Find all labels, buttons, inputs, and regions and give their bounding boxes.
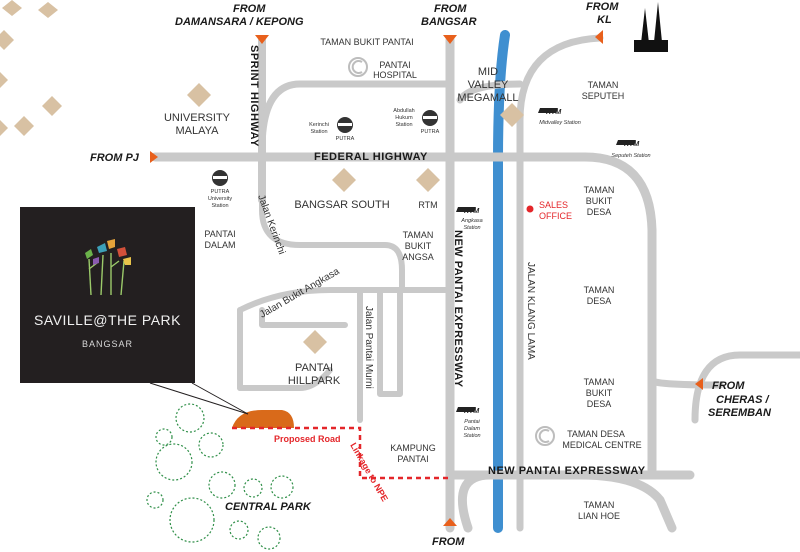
taman-bukit-desa-2-label-3: DESA bbox=[587, 399, 612, 409]
pantai-hospital-label-1: PANTAI bbox=[379, 60, 410, 70]
callout-line bbox=[149, 382, 249, 415]
taman-bukit-angsa-label-2: BUKIT bbox=[405, 241, 432, 251]
federal-highway-label: FEDERAL HIGHWAY bbox=[314, 151, 428, 163]
university-station-label-2: Station bbox=[211, 203, 228, 209]
npe-horizontal-label: NEW PANTAI EXPRESSWAY bbox=[488, 465, 646, 477]
from-cheras-2: CHERAS / bbox=[716, 394, 771, 406]
klang-lama-label: JALAN KLANG LAMA bbox=[525, 262, 536, 360]
kerinchi-station-label-1: Kerinchi bbox=[309, 122, 329, 128]
abdullah-hukum-label-1: Abdullah bbox=[393, 108, 414, 114]
property-name: SAVILLE@THE PARK bbox=[34, 312, 181, 328]
ktm-mark-angkasa: KTM bbox=[464, 208, 479, 215]
taman-bukit-pantai-label: TAMAN BUKIT PANTAI bbox=[320, 37, 413, 47]
mid-valley-label-3: MEGAMALL bbox=[457, 92, 518, 104]
putra-mark-university: PUTRA bbox=[211, 189, 230, 195]
from-cheras-3: SEREMBAN bbox=[708, 407, 772, 419]
pantai-dalam-station-label-2: Dalam bbox=[464, 426, 480, 432]
medical-centre-label-2: MEDICAL CENTRE bbox=[562, 440, 641, 450]
taman-bukit-angsa-label-3: ANGSA bbox=[402, 252, 434, 262]
from-damansara-1: FROM bbox=[233, 3, 266, 15]
rtm-label: RTM bbox=[418, 200, 437, 210]
river bbox=[493, 30, 510, 533]
hospital-icon bbox=[348, 57, 368, 77]
property-site-marker bbox=[232, 410, 294, 428]
proposed-road-line bbox=[232, 426, 450, 480]
taman-bukit-desa-1-label-1: TAMAN bbox=[584, 185, 615, 195]
taman-bukit-desa-2-label-2: BUKIT bbox=[586, 388, 613, 398]
taman-bukit-desa-1-label-3: DESA bbox=[587, 207, 612, 217]
from-bottom: FROM bbox=[432, 536, 465, 548]
property-location: BANGSAR bbox=[81, 339, 133, 349]
putra-logo-icon bbox=[212, 110, 438, 186]
abdullah-hukum-label-3: Station bbox=[395, 122, 412, 128]
sales-office-label-1: SALES bbox=[539, 200, 568, 210]
pantai-hillpark-label-2: HILLPARK bbox=[288, 375, 341, 387]
decorative-diamonds bbox=[0, 0, 62, 136]
npe-vertical-label: NEW PANTAI EXPRESSWAY bbox=[452, 230, 464, 388]
medical-centre-icon bbox=[535, 426, 555, 446]
road-network bbox=[150, 34, 800, 533]
angkasa-station-label-1: Angkasa bbox=[460, 218, 482, 224]
central-park-label: CENTRAL PARK bbox=[225, 501, 312, 513]
sprint-highway-label: SPRINT HIGHWAY bbox=[248, 45, 260, 147]
kerinchi-road-label: Jalan Kerinchi bbox=[255, 193, 287, 256]
pantai-dalam-station-label-3: Station bbox=[463, 433, 480, 439]
landmark-markers bbox=[187, 83, 524, 354]
pantai-murni-label: Jalan Pantai Murni bbox=[363, 306, 374, 389]
direction-arrows bbox=[150, 30, 703, 526]
from-bangsar-2: BANGSAR bbox=[421, 16, 477, 28]
proposed-road-label: Proposed Road bbox=[274, 434, 341, 444]
pantai-hospital-label-2: HOSPITAL bbox=[373, 70, 417, 80]
sales-office-dot bbox=[526, 205, 534, 213]
pantai-dalam-station-label-1: Pantai bbox=[464, 419, 480, 425]
from-kl-1: FROM bbox=[586, 1, 619, 13]
bukit-angkasa-label: Jalan Bukit Angkasa bbox=[258, 266, 342, 321]
property-brand-panel: SAVILLE@THE PARK BANGSAR bbox=[20, 207, 195, 383]
taman-bukit-desa-2-label-1: TAMAN bbox=[584, 377, 615, 387]
taman-desa-label-2: DESA bbox=[587, 296, 612, 306]
university-station-label-1: University bbox=[208, 196, 232, 202]
taman-lian-hoe-label-1: TAMAN bbox=[584, 500, 615, 510]
tree-logo-icon bbox=[85, 239, 131, 296]
callout-line-2 bbox=[191, 382, 249, 415]
from-kl-2: KL bbox=[597, 14, 612, 26]
midvalley-station-label: Midvalley Station bbox=[539, 120, 581, 126]
seputeh-station-label: Seputeh Station bbox=[611, 153, 650, 159]
putra-mark-kerinchi: PUTRA bbox=[336, 136, 355, 142]
angkasa-station-label-2: Station bbox=[463, 225, 480, 231]
linkage-label: Linkage to NPE bbox=[348, 441, 390, 503]
pantai-dalam-label-2: DALAM bbox=[204, 240, 235, 250]
taman-seputeh-label-2: SEPUTEH bbox=[582, 91, 625, 101]
mid-valley-label-1: MID bbox=[478, 66, 498, 78]
kampung-pantai-label-2: PANTAI bbox=[397, 454, 428, 464]
pantai-dalam-label-1: PANTAI bbox=[204, 229, 235, 239]
medical-centre-label-1: TAMAN DESA bbox=[567, 429, 625, 439]
central-park-trees bbox=[146, 403, 294, 550]
university-malaya-label-1: UNIVERSITY bbox=[164, 112, 231, 124]
kampung-pantai-label-1: KAMPUNG bbox=[390, 443, 436, 453]
mid-valley-label-2: VALLEY bbox=[468, 79, 509, 91]
taman-lian-hoe-label-2: LIAN HOE bbox=[578, 511, 620, 521]
kl-towers-icon bbox=[634, 2, 668, 52]
ktm-mark-seputeh: KTM bbox=[624, 141, 639, 148]
abdullah-hukum-label-2: Hukum bbox=[395, 115, 413, 121]
taman-bukit-desa-1-label-2: BUKIT bbox=[586, 196, 613, 206]
ktm-mark-midvalley: KTM bbox=[546, 109, 561, 116]
kerinchi-station-label-2: Station bbox=[310, 129, 327, 135]
sales-office-label-2: OFFICE bbox=[539, 211, 572, 221]
from-damansara-2: DAMANSARA / KEPONG bbox=[175, 16, 304, 28]
from-pj: FROM PJ bbox=[90, 152, 140, 164]
taman-seputeh-label-1: TAMAN bbox=[588, 80, 619, 90]
from-cheras-1: FROM bbox=[712, 380, 745, 392]
ktm-icon bbox=[456, 108, 636, 412]
putra-mark-abdullah: PUTRA bbox=[421, 129, 440, 135]
university-malaya-label-2: MALAYA bbox=[176, 125, 220, 137]
pantai-hillpark-label-1: PANTAI bbox=[295, 362, 333, 374]
taman-bukit-angsa-label-1: TAMAN bbox=[403, 230, 434, 240]
ktm-mark-pantai-dalam: KTM bbox=[464, 408, 479, 415]
bangsar-south-label: BANGSAR SOUTH bbox=[294, 199, 389, 211]
taman-desa-label-1: TAMAN bbox=[584, 285, 615, 295]
from-bangsar-1: FROM bbox=[434, 3, 467, 15]
